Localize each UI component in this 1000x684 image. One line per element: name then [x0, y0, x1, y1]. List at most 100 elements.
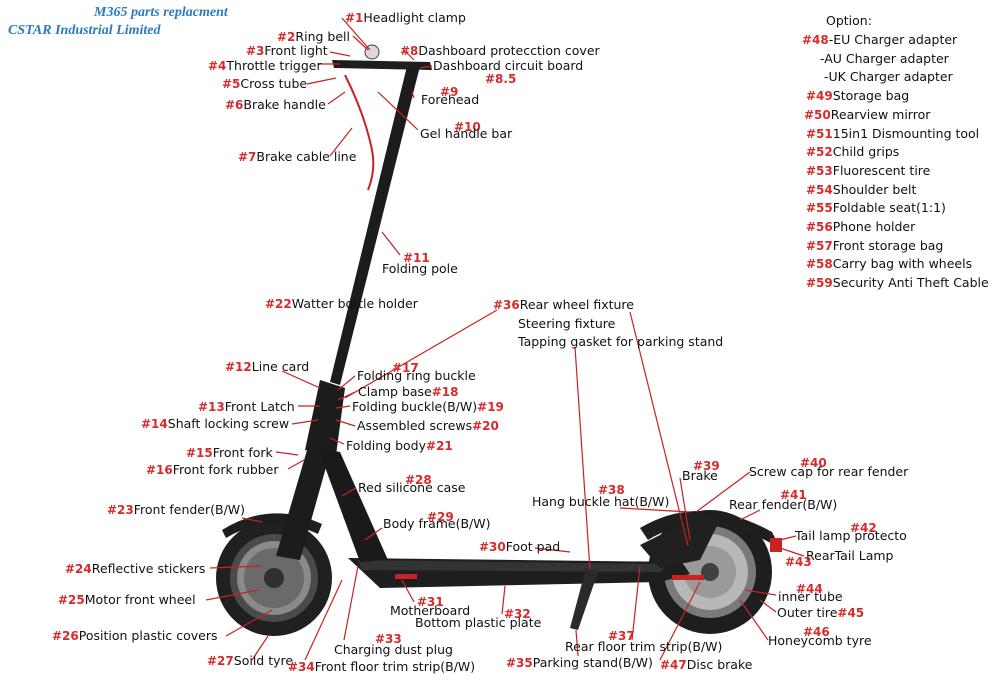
callout-text: Front light [264, 43, 328, 58]
callout-number: #20 [472, 419, 499, 433]
handlebar [332, 60, 432, 70]
callout-number: #26 [52, 629, 79, 643]
callout-p13: #13Front Latch [198, 399, 295, 415]
callout-text: Rear fender(B/W) [729, 497, 838, 512]
deck-red-strip [395, 574, 417, 579]
callout-p12: #12Line card [225, 359, 309, 375]
callout-p24: #24Reflective stickers [65, 561, 205, 577]
callout-p32n: #32 [504, 606, 531, 622]
callout-text: Position plastic covers [78, 628, 218, 643]
callout-p1: #1Headlight clamp [345, 10, 466, 26]
callout-text: Front floor trim strip(B/W) [314, 659, 476, 674]
front-wheel [216, 520, 332, 636]
rear-fender [640, 510, 780, 548]
callout-text: Body frame(B/W) [383, 516, 491, 531]
callout-p47: #47Disc brake [660, 657, 752, 673]
callout-p5: #5Cross tube [222, 76, 307, 92]
callout-text: Folding body [346, 438, 427, 453]
callout-text: Rear wheel fixture [519, 297, 634, 312]
callout-number: #24 [65, 562, 92, 576]
callout-p19: Folding buckle(B/W)#19 [352, 399, 504, 415]
callout-p27: #27Soild tyre [207, 653, 293, 669]
callout-number: #18 [431, 385, 459, 399]
callout-text: Front fork [212, 445, 273, 460]
callout-p28t: Red silicone case [358, 480, 466, 496]
callout-p42t: Tail lamp protecto [795, 528, 907, 544]
callout-text: Brake handle [243, 97, 326, 112]
callout-number: #40 [800, 456, 827, 470]
callout-text: Steering fixture [518, 316, 616, 331]
callout-number: #22 [265, 297, 292, 311]
callout-number: #2 [277, 30, 296, 44]
callout-text: inner tube [778, 589, 843, 604]
callout-p18: Clamp base#18 [358, 384, 459, 400]
callout-number: #15 [186, 446, 213, 460]
callout-number: #10 [454, 120, 481, 134]
callout-number: #12 [225, 360, 252, 374]
option-number: #53 [806, 163, 833, 178]
callout-number: #25 [58, 593, 85, 607]
option-number: #59 [806, 276, 833, 291]
option-text: -EU Charger adapter [828, 32, 958, 47]
callout-number: #32 [504, 607, 531, 621]
option-item: #57Front storage bag [806, 238, 943, 254]
option-text: -UK Charger adapter [824, 69, 953, 85]
callout-text: Honeycomb tyre [768, 633, 872, 648]
callout-p29n: #29 [427, 509, 454, 525]
callout-p10t: Gel handle bar [420, 126, 512, 142]
callout-text: Tapping gasket for parking stand [518, 334, 724, 349]
option-item: #59Security Anti Theft Cable [806, 275, 989, 291]
callout-ptg: Tapping gasket for parking stand [518, 334, 723, 350]
callout-p26: #26Position plastic covers [52, 628, 217, 644]
callout-text: Clamp base [358, 384, 432, 399]
callout-text: Motor front wheel [84, 592, 196, 607]
callout-p38n: #38 [598, 482, 625, 498]
callout-p14: #14Shaft locking screw [141, 416, 289, 432]
header-company: CSTAR Industrial Limited [8, 23, 161, 38]
callout-text: Foot pad [505, 539, 561, 554]
callout-number: #45 [837, 606, 865, 620]
option-text: Front storage bag [832, 237, 944, 253]
callout-number: #41 [780, 488, 807, 502]
brake-cable [344, 74, 375, 191]
callout-p11t: Folding pole [382, 261, 458, 277]
callout-number: #39 [693, 459, 720, 473]
callout-text: Hang buckle hat(B/W) [532, 494, 670, 509]
callout-number: #30 [479, 540, 506, 554]
callout-p37n: #37 [608, 628, 635, 644]
callout-text: Watter bottle holder [291, 296, 418, 311]
callout-p22: #22Watter bottle holder [265, 296, 418, 312]
callout-text: Front fender(B/W) [133, 502, 246, 517]
option-text: Shoulder belt [832, 181, 917, 197]
callout-p6: #6Brake handle [225, 97, 326, 113]
callout-p31n: #31 [417, 594, 444, 610]
option-item: #48-EU Charger adapter [802, 32, 957, 48]
callout-p85n: #8.5 [485, 71, 516, 87]
callout-p44t: inner tube [778, 589, 843, 605]
callout-number: #14 [141, 417, 168, 431]
callout-text: Folding pole [382, 261, 458, 276]
callout-p8: #8Dashboard protecction cover [400, 43, 600, 59]
callout-number: #21 [426, 439, 453, 453]
body-frame [318, 448, 388, 562]
callout-text: Bottom plastic plate [415, 615, 542, 630]
callout-text: RearTail Lamp [806, 548, 894, 563]
callout-p44n: #44 [796, 581, 823, 597]
callout-number: #1 [345, 11, 364, 25]
callout-number: #34 [288, 660, 315, 674]
callout-p25: #25Motor front wheel [58, 592, 196, 608]
option-number: #55 [806, 201, 833, 216]
callout-number: #37 [608, 629, 635, 643]
callout-pst: Steering fixture [518, 316, 615, 332]
callout-text: Shaft locking screw [167, 416, 290, 431]
option-item: #58Carry bag with wheels [806, 256, 972, 272]
callout-number: #8.5 [485, 72, 517, 86]
option-number: #54 [806, 182, 833, 197]
callout-text: Brake cable line [256, 149, 357, 164]
rear-red-strip [672, 575, 704, 580]
callout-p85t: Dashboard circuit board [433, 58, 583, 74]
option-text: Child grips [832, 144, 900, 160]
callout-p46n: #46 [803, 624, 830, 640]
